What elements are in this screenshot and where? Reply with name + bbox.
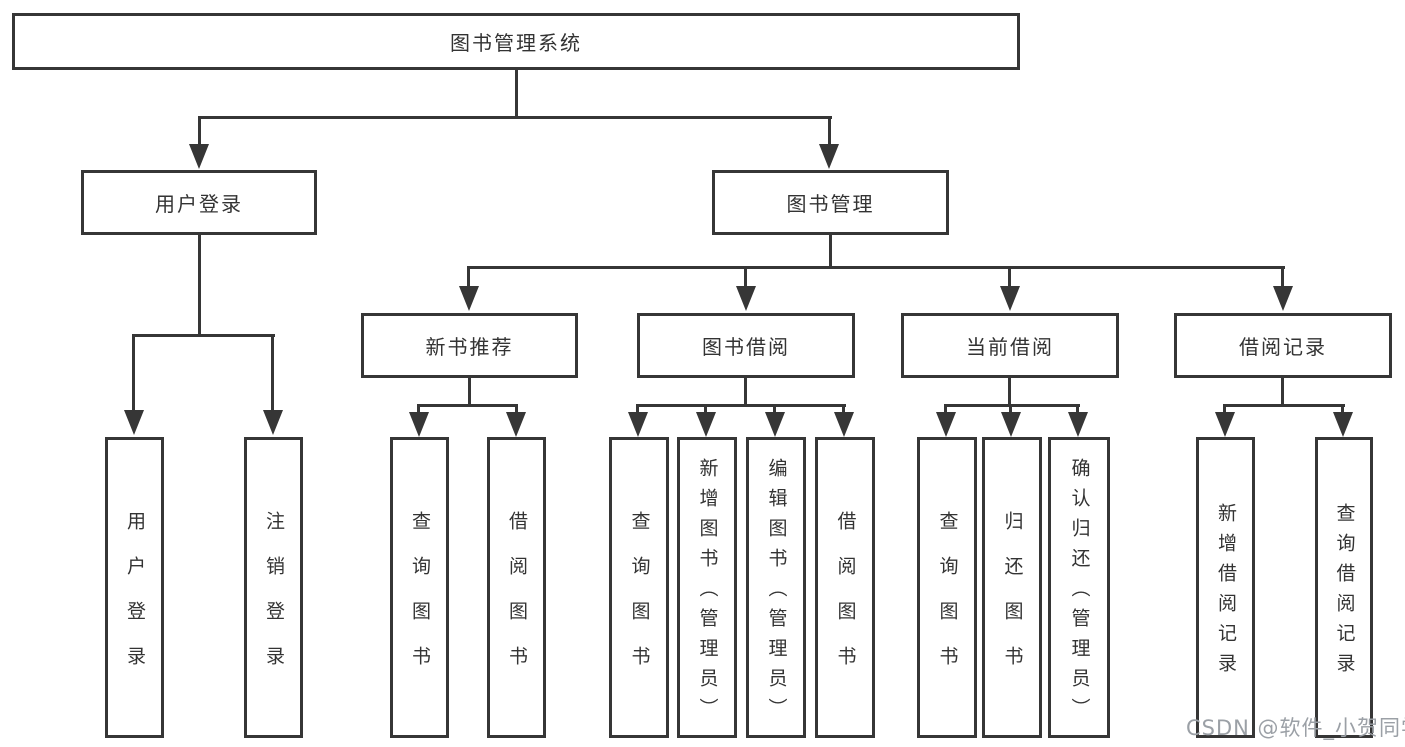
- node-label: 新书推荐: [425, 335, 514, 359]
- connector-line: [828, 116, 831, 146]
- arrowhead-down-icon: [1001, 412, 1021, 437]
- arrowhead-down-icon: [1273, 286, 1293, 311]
- node-label: 确认归还（管理员）: [1068, 458, 1091, 728]
- node-label: 用户登录: [155, 192, 243, 216]
- node-leaf-edit-book: 编辑图书（管理员）: [746, 437, 806, 738]
- node-label: 图书借阅: [702, 335, 790, 359]
- connector-line: [842, 404, 845, 414]
- node-label: 借阅图书: [506, 510, 528, 691]
- connector-line: [198, 116, 832, 119]
- arrowhead-down-icon: [409, 412, 429, 437]
- node-leaf-borrow-book-rec: 借阅图书: [487, 437, 546, 738]
- connector-line: [198, 235, 201, 336]
- node-book-borrow: 图书借阅: [637, 313, 855, 378]
- node-root: 图书管理系统: [12, 13, 1020, 70]
- connector-line: [132, 334, 135, 412]
- node-leaf-user-login: 用户登录: [105, 437, 164, 738]
- node-label: 归还图书: [1001, 510, 1024, 691]
- connector-line: [636, 404, 639, 414]
- arrowhead-down-icon: [1215, 412, 1235, 437]
- node-label: 注销登录: [263, 510, 285, 691]
- connector-line: [944, 404, 947, 414]
- node-leaf-borrow-book: 借阅图书: [815, 437, 875, 738]
- connector-line: [467, 266, 1285, 269]
- connector-line: [744, 377, 747, 406]
- node-leaf-confirm-return: 确认归还（管理员）: [1048, 437, 1110, 738]
- node-label: 新增借阅记录: [1215, 503, 1237, 683]
- node-label: 当前借阅: [966, 335, 1054, 359]
- connector-line: [1223, 404, 1226, 414]
- connector-line: [704, 404, 707, 414]
- connector-line: [515, 404, 518, 414]
- node-leaf-return-book: 归还图书: [982, 437, 1042, 738]
- node-label: 查询图书: [628, 510, 651, 691]
- connector-line: [1281, 377, 1284, 406]
- connector-line: [744, 266, 747, 288]
- node-label: 借阅图书: [834, 510, 857, 691]
- connector-line: [773, 404, 776, 414]
- connector-line: [1281, 266, 1284, 288]
- node-leaf-add-book: 新增图书（管理员）: [677, 437, 737, 738]
- connector-line: [198, 116, 201, 146]
- node-leaf-query-book-borrow: 查询图书: [609, 437, 669, 738]
- arrowhead-down-icon: [765, 412, 785, 437]
- node-label: 查询图书: [936, 510, 959, 691]
- node-label: 借阅记录: [1239, 335, 1327, 359]
- arrowhead-down-icon: [736, 286, 756, 311]
- connector-line: [1008, 266, 1011, 288]
- node-leaf-query-borrow-record: 查询借阅记录: [1315, 437, 1373, 738]
- node-leaf-query-book-current: 查询图书: [917, 437, 977, 738]
- arrowhead-down-icon: [459, 286, 479, 311]
- node-label: 新增图书（管理员）: [696, 458, 719, 728]
- node-label: 图书管理: [786, 192, 875, 216]
- connector-line: [417, 404, 420, 414]
- connector-line: [417, 404, 518, 407]
- connector-line: [271, 334, 274, 412]
- arrowhead-down-icon: [506, 412, 526, 437]
- arrowhead-down-icon: [263, 410, 283, 435]
- watermark: CSDN @软件_小贺同学: [1186, 716, 1405, 740]
- arrowhead-down-icon: [189, 144, 209, 169]
- node-label: 编辑图书（管理员）: [765, 458, 788, 728]
- arrowhead-down-icon: [1333, 412, 1353, 437]
- connector-line: [944, 404, 1080, 407]
- connector-line: [1008, 377, 1011, 406]
- connector-line: [132, 334, 275, 337]
- connector-line: [1076, 404, 1079, 414]
- node-book-mgmt: 图书管理: [712, 170, 949, 235]
- arrowhead-down-icon: [819, 144, 839, 169]
- node-leaf-logout: 注销登录: [244, 437, 303, 738]
- arrowhead-down-icon: [834, 412, 854, 437]
- connector-line: [467, 266, 470, 288]
- node-leaf-add-borrow-record: 新增借阅记录: [1196, 437, 1255, 738]
- connector-line: [468, 377, 471, 406]
- node-label: 用户登录: [124, 510, 146, 691]
- node-current-borrow: 当前借阅: [901, 313, 1119, 378]
- node-label: 图书管理系统: [450, 31, 582, 55]
- arrowhead-down-icon: [1000, 286, 1020, 311]
- connector-line: [1341, 404, 1344, 414]
- node-user-login: 用户登录: [81, 170, 317, 235]
- connector-line: [1009, 404, 1012, 414]
- connector-line: [829, 235, 832, 268]
- connector-line: [515, 69, 518, 118]
- node-new-book-rec: 新书推荐: [361, 313, 578, 378]
- node-leaf-query-book-rec: 查询图书: [390, 437, 449, 738]
- connector-line: [636, 404, 846, 407]
- arrowhead-down-icon: [1068, 412, 1088, 437]
- connector-line: [1223, 404, 1345, 407]
- arrowhead-down-icon: [628, 412, 648, 437]
- node-label: 查询借阅记录: [1333, 503, 1356, 683]
- arrowhead-down-icon: [936, 412, 956, 437]
- arrowhead-down-icon: [124, 410, 144, 435]
- node-label: 查询图书: [409, 510, 431, 691]
- node-borrow-records: 借阅记录: [1174, 313, 1392, 378]
- arrowhead-down-icon: [696, 412, 716, 437]
